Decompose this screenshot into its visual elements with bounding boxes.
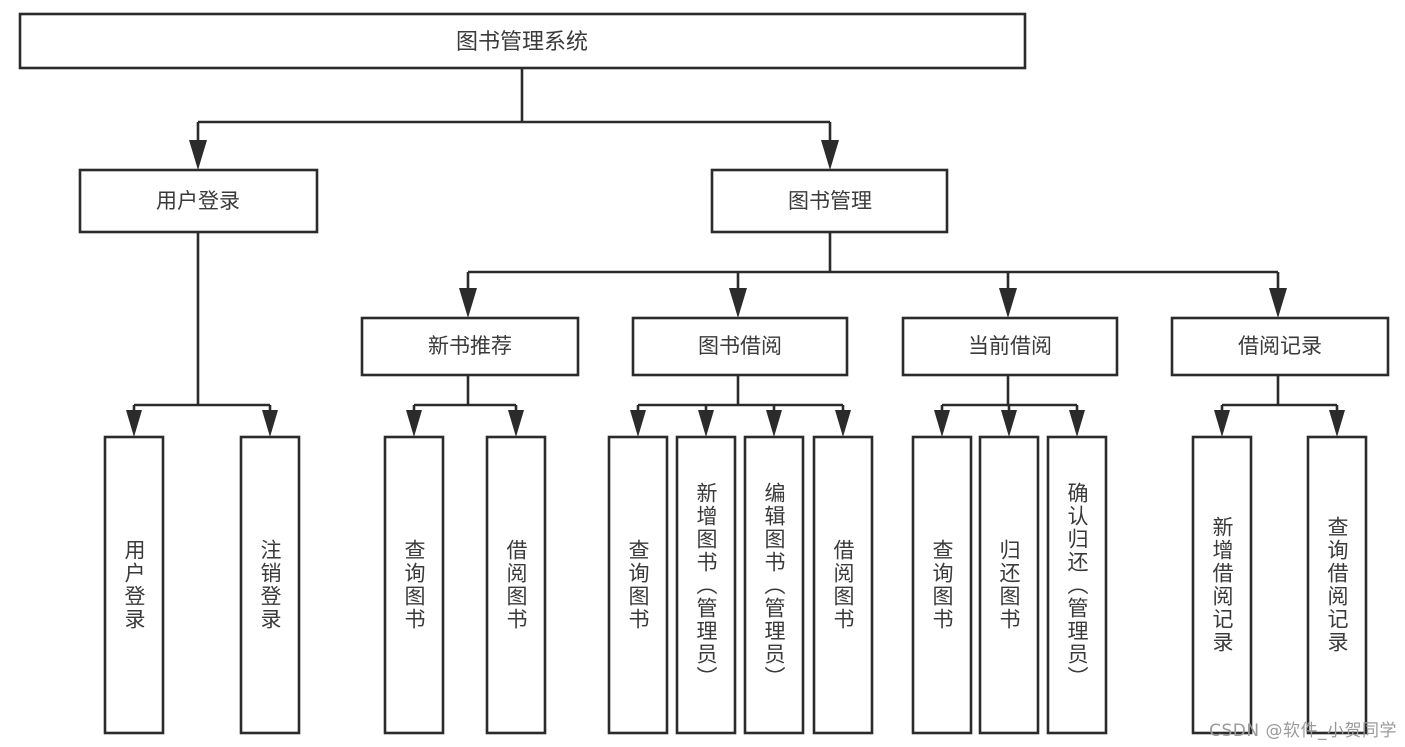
node-root-label: 图书管理系统 xyxy=(456,30,588,55)
arrow-to-book-manage xyxy=(821,140,839,170)
leaf-box-book-borrow-2[interactable] xyxy=(743,435,805,735)
connectors-current-borrow-to-leaves xyxy=(934,375,1085,437)
node-book-manage-label: 图书管理 xyxy=(788,189,872,213)
arrow-to-borrow-record xyxy=(1269,288,1287,318)
arrow-nb-leaf-1 xyxy=(508,410,524,437)
arrow-bb-leaf-3 xyxy=(835,410,851,437)
node-current-borrow-box[interactable] xyxy=(901,316,1119,377)
leaf-box-borrow-record-0[interactable] xyxy=(1191,435,1253,735)
node-new-book-recommend[interactable]: 新书推荐 xyxy=(360,316,580,377)
leaf-box-current-borrow-2[interactable] xyxy=(1046,435,1108,735)
node-borrow-record[interactable]: 借阅记录 xyxy=(1170,316,1390,377)
connectors-new-book-to-leaves xyxy=(406,375,524,437)
arrow-br-leaf-0 xyxy=(1214,410,1230,437)
connectors-user-login-to-leaves xyxy=(126,232,278,437)
connectors-root-to-level2 xyxy=(189,68,839,170)
node-book-borrow[interactable]: 图书借阅 xyxy=(631,316,849,377)
node-user-login[interactable]: 用户登录 xyxy=(78,168,319,234)
leaf-boxes-user-login xyxy=(103,435,301,735)
arrow-to-current-borrow xyxy=(999,288,1017,318)
node-new-book-recommend-label: 新书推荐 xyxy=(428,334,512,358)
leaf-box-new-book-0[interactable] xyxy=(383,435,445,735)
arrow-bb-leaf-0 xyxy=(630,410,646,437)
node-book-borrow-label: 图书借阅 xyxy=(698,334,782,358)
arrow-ul-leaf-0 xyxy=(126,410,142,437)
leaf-box-current-borrow-1[interactable] xyxy=(978,435,1040,735)
node-book-manage[interactable]: 图书管理 xyxy=(710,168,949,234)
arrow-br-leaf-1 xyxy=(1329,410,1345,437)
leaf-box-user-login-1[interactable] xyxy=(239,435,301,735)
leaf-box-book-borrow-0[interactable] xyxy=(607,435,669,735)
leaf-box-book-borrow-3[interactable] xyxy=(812,435,874,735)
node-user-login-box[interactable] xyxy=(78,168,319,234)
connectors-book-manage-to-level3 xyxy=(459,232,1287,318)
leaf-boxes-borrow-record xyxy=(1191,435,1368,735)
node-new-book-recommend-box[interactable] xyxy=(360,316,580,377)
node-borrow-record-label: 借阅记录 xyxy=(1238,334,1322,358)
connectors-borrow-record-to-leaves xyxy=(1214,375,1345,437)
arrow-cb-leaf-2 xyxy=(1069,410,1085,437)
node-borrow-record-box[interactable] xyxy=(1170,316,1390,377)
arrow-cb-leaf-1 xyxy=(1001,410,1017,437)
arrow-bb-leaf-1 xyxy=(698,410,714,437)
arrow-nb-leaf-0 xyxy=(406,410,422,437)
node-current-borrow[interactable]: 当前借阅 xyxy=(901,316,1119,377)
arrow-bb-leaf-2 xyxy=(766,410,782,437)
node-root-box[interactable] xyxy=(18,12,1027,70)
leaf-box-new-book-1[interactable] xyxy=(485,435,547,735)
leaf-box-current-borrow-0[interactable] xyxy=(911,435,973,735)
node-current-borrow-label: 当前借阅 xyxy=(968,334,1052,358)
arrow-ul-leaf-1 xyxy=(262,410,278,437)
arrow-to-user-login xyxy=(189,140,207,170)
arrow-to-book-borrow xyxy=(729,288,747,318)
leaf-boxes-new-book-recommend xyxy=(383,435,547,735)
leaf-boxes-book-borrow xyxy=(607,435,874,735)
arrow-to-new-book xyxy=(459,288,477,318)
leaf-box-borrow-record-1[interactable] xyxy=(1306,435,1368,735)
leaf-boxes-current-borrow xyxy=(911,435,1108,735)
leaf-box-book-borrow-1[interactable] xyxy=(675,435,737,735)
watermark-text: CSDN @软件_小贺同学 xyxy=(1209,721,1397,741)
node-book-borrow-box[interactable] xyxy=(631,316,849,377)
connectors-book-borrow-to-leaves xyxy=(630,375,851,437)
node-book-manage-box[interactable] xyxy=(710,168,949,234)
arrow-cb-leaf-0 xyxy=(934,410,950,437)
node-user-login-label: 用户登录 xyxy=(156,189,240,213)
node-root[interactable]: 图书管理系统 xyxy=(18,12,1027,70)
leaf-box-user-login-0[interactable] xyxy=(103,435,165,735)
